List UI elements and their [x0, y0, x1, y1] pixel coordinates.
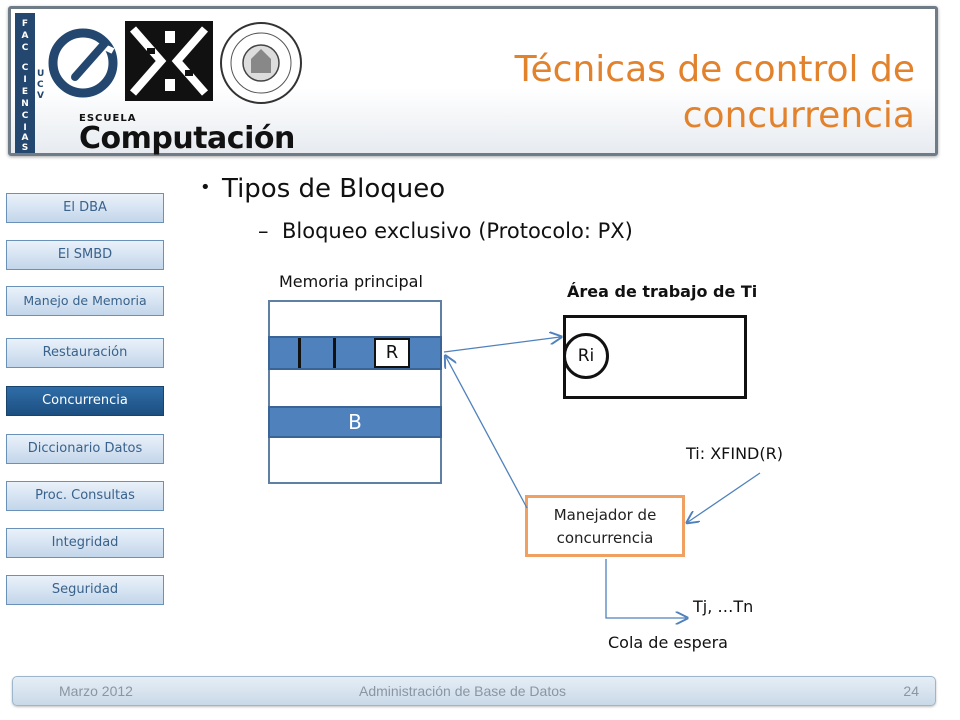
footer-page-number: 24: [903, 683, 919, 699]
memory-row-bar: [268, 336, 442, 370]
ucv-text: U C V: [37, 69, 47, 102]
sidebar-item-smbd[interactable]: El SMBD: [6, 240, 164, 270]
title-line-2: concurrencia: [682, 95, 915, 136]
title-line-1: Técnicas de control de: [514, 49, 915, 90]
work-area-label: Área de trabajo de Ti: [567, 282, 758, 301]
logo-letter: I: [23, 123, 27, 133]
record-ri-circle: Ri: [563, 333, 609, 379]
sidebar-item-restauracion[interactable]: Restauración: [6, 338, 164, 368]
subbullet-text: Bloqueo exclusivo (Protocolo: PX): [282, 219, 633, 243]
sidebar-item-seguridad[interactable]: Seguridad: [6, 575, 164, 605]
escuela-text: ESCUELA: [79, 113, 137, 124]
faculty-logo-strip: F A C C I E N C I A S: [15, 13, 35, 153]
sidebar-item-diccionario-datos[interactable]: Diccionario Datos: [6, 434, 164, 464]
slide-footer: Marzo 2012 Administración de Base de Dat…: [12, 676, 936, 706]
sidebar-item-dba[interactable]: El DBA: [6, 193, 164, 223]
x-maze-logo-icon: [125, 21, 213, 101]
bullet-tipos-bloqueo: • Tipos de Bloqueo: [200, 174, 445, 204]
request-to-manager-arrow: [688, 472, 761, 522]
slide-header: F A C C I E N C I A S U C V: [8, 6, 938, 156]
logo-letter: I: [23, 75, 27, 85]
school-logo-graphics: [48, 21, 302, 104]
sidebar-item-integridad[interactable]: Integridad: [6, 528, 164, 558]
row-separator: [298, 338, 301, 368]
concurrency-manager-box: Manejador de concurrencia: [525, 495, 685, 557]
university-seal-icon: [220, 22, 302, 104]
manager-line-1: Manejador de: [553, 506, 657, 524]
ucv-letter: U: [37, 69, 45, 79]
bullet-dot: •: [200, 177, 211, 198]
queue-label: Cola de espera: [608, 633, 728, 652]
manager-to-queue-arrow: [605, 559, 686, 618]
row-separator: [333, 338, 336, 368]
request-label: Ti: XFIND(R): [686, 444, 783, 463]
main-memory-box: [268, 300, 442, 484]
ucv-letter: V: [37, 91, 44, 101]
sidebar-item-manejo-memoria[interactable]: Manejo de Memoria: [6, 286, 164, 316]
manager-to-memory-arrow: [446, 357, 528, 509]
footer-course: Administración de Base de Datos: [359, 683, 566, 699]
sidebar-item-concurrencia[interactable]: Concurrencia: [6, 386, 164, 416]
e-logo-icon: [48, 28, 118, 98]
logo-letter: C: [21, 111, 29, 121]
manager-line-2: concurrencia: [556, 529, 654, 547]
waiting-transactions-label: Tj, …Tn: [693, 597, 754, 616]
logo-letter: A: [21, 133, 29, 143]
block-b-bar: B: [268, 406, 442, 438]
computacion-text: Computación: [79, 121, 295, 156]
subbullet-dash: –: [258, 219, 269, 243]
page-title: Técnicas de control de concurrencia: [415, 47, 915, 139]
memory-label: Memoria principal: [279, 272, 423, 291]
work-area-box: [563, 315, 747, 399]
logo-letter: C: [21, 63, 29, 73]
footer-date: Marzo 2012: [59, 683, 133, 699]
logo-letter: E: [21, 87, 29, 97]
record-r-box: R: [374, 338, 410, 368]
logo-letter: N: [21, 99, 29, 109]
logo-letter: F: [21, 19, 29, 29]
logo-letter: A: [21, 31, 29, 41]
copy-to-workarea-arrow: [443, 337, 560, 353]
logo-letter: C: [21, 43, 29, 53]
ucv-letter: C: [37, 80, 44, 90]
logo-letter: S: [21, 143, 29, 153]
bullet-text: Tipos de Bloqueo: [222, 174, 446, 204]
subbullet-bloqueo-exclusivo: –Bloqueo exclusivo (Protocolo: PX): [258, 219, 633, 243]
sidebar-item-proc-consultas[interactable]: Proc. Consultas: [6, 481, 164, 511]
